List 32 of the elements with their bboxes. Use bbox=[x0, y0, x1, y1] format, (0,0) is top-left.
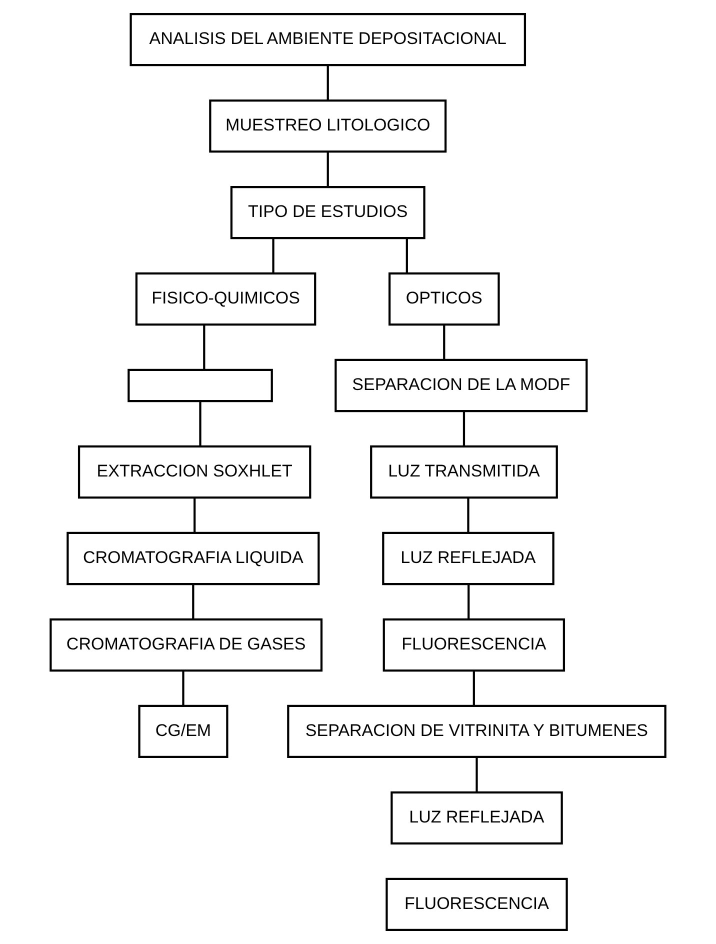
connector bbox=[467, 498, 470, 533]
connector bbox=[272, 238, 274, 274]
connector bbox=[199, 401, 202, 446]
node-box: ANALISIS DEL AMBIENTE DEPOSITACIONAL bbox=[130, 12, 526, 66]
node-box: MUESTREO LITOLOGICO bbox=[209, 99, 447, 153]
node-box: EXTRACCION SOXHLET bbox=[78, 445, 312, 499]
node-box: LUZ REFLEJADA bbox=[390, 791, 563, 845]
node-box: CROMATOGRAFIA LIQUIDA bbox=[66, 532, 320, 586]
node-box: LUZ REFLEJADA bbox=[382, 532, 554, 586]
connector bbox=[468, 584, 470, 620]
connector bbox=[462, 411, 466, 446]
connector bbox=[182, 670, 184, 706]
connector bbox=[192, 584, 194, 620]
connector bbox=[203, 324, 206, 370]
node-box: SEPARACION DE LA MODF bbox=[334, 358, 588, 412]
node-box: CG/EM bbox=[138, 704, 228, 758]
connector bbox=[194, 498, 196, 533]
connector bbox=[476, 757, 478, 792]
connector bbox=[326, 152, 329, 187]
connector bbox=[406, 238, 408, 274]
node-box: SEPARACION DE VITRINITA Y BITUMENES bbox=[287, 704, 666, 758]
node-box: LUZ TRANSMITIDA bbox=[370, 445, 558, 499]
connector bbox=[326, 66, 329, 100]
connector bbox=[443, 324, 446, 360]
node-box: FLUORESCENCIA bbox=[382, 618, 566, 672]
node-box bbox=[128, 368, 273, 402]
node-box: FISICO-QUIMICOS bbox=[135, 272, 316, 326]
node-box: OPTICOS bbox=[388, 272, 500, 326]
connector bbox=[472, 670, 475, 706]
node-box: TIPO DE ESTUDIOS bbox=[230, 186, 426, 240]
node-box: CROMATOGRAFIA DE GASES bbox=[50, 618, 323, 672]
node-box: FLUORESCENCIA bbox=[386, 878, 568, 932]
